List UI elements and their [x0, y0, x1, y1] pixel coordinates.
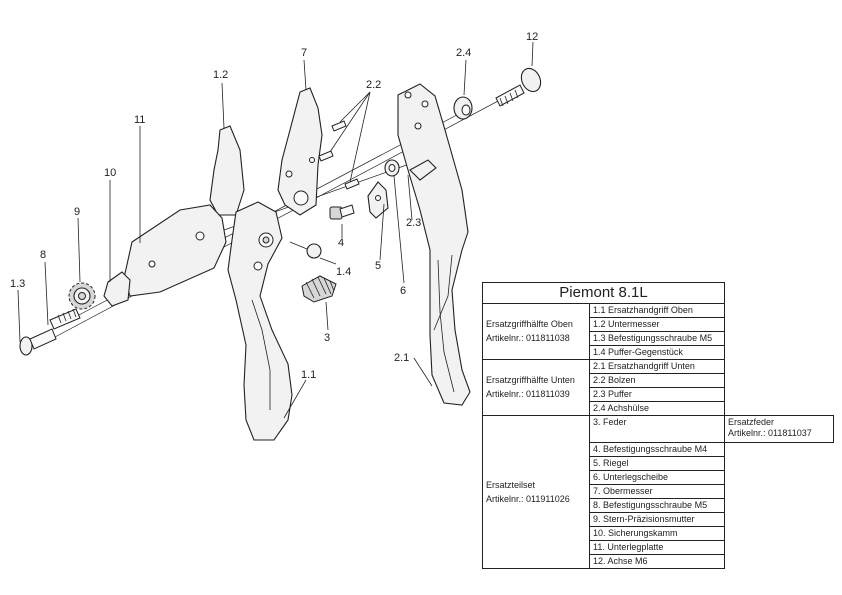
- part-1-2-lower-blade: [209, 125, 245, 216]
- part-item: 10. Sicherungskamm: [589, 526, 725, 541]
- callout-2-3: 2.3: [406, 217, 421, 229]
- callout-1-3: 1.3: [10, 278, 25, 290]
- callout-6: 6: [400, 285, 406, 297]
- part-2-1-lower-handle: [397, 83, 471, 406]
- group-name: Ersatzgriffhälfte Oben: [486, 319, 573, 329]
- part-12-axle: [495, 67, 542, 107]
- callout-2-4: 2.4: [456, 47, 471, 59]
- part-2-4-bushing: [453, 96, 473, 120]
- part-item: 11. Unterlegplatte: [589, 540, 725, 555]
- table-row: Ersatzteilset Artikelnr.: 011911026 3. F…: [482, 415, 834, 569]
- group-name-cell: Ersatzteilset Artikelnr.: 011911026: [482, 415, 590, 569]
- spring-extra-cell: Ersatzfeder Artikelnr.: 011811037: [724, 415, 834, 443]
- part-item: 1.4 Puffer-Gegenstück: [589, 345, 725, 360]
- table-row: 12. Achse M6: [483, 554, 834, 569]
- callout-1-4: 1.4: [336, 266, 351, 278]
- part-item: 8. Befestigungsschraube M5: [589, 498, 725, 513]
- part-1-4-buffer-counterpart: [289, 241, 322, 259]
- part-item: 3. Feder: [589, 415, 725, 443]
- part-7-upper-blade: [277, 87, 323, 216]
- part-2-3-buffer: [409, 159, 437, 181]
- group-name-cell: Ersatzgriffhälfte Oben Artikelnr.: 01181…: [482, 303, 590, 360]
- group-article: Artikelnr.: 011811038: [486, 333, 570, 343]
- callout-10: 10: [104, 167, 116, 179]
- part-item: 1.1 Ersatzhandgriff Oben: [589, 303, 725, 318]
- part-6-washer: [384, 159, 400, 177]
- part-1-3-screw: [19, 328, 57, 356]
- part-item: 4. Befestigungsschraube M4: [589, 442, 725, 457]
- part-2-2-pins: [318, 120, 360, 190]
- callout-8: 8: [40, 249, 46, 261]
- table-title-row: Piemont 8.1L: [482, 282, 834, 304]
- leader-lines: [17, 41, 534, 419]
- part-9-star-nut: [68, 282, 96, 310]
- part-item: 6. Unterlegscheibe: [589, 470, 725, 485]
- part-item: 12. Achse M6: [589, 554, 725, 569]
- callout-5: 5: [375, 260, 381, 272]
- group-name-cell: Ersatzgriffhälfte Unten Artikelnr.: 0118…: [482, 359, 590, 416]
- spring-extra-name: Ersatzfeder: [728, 417, 775, 427]
- callout-1-2: 1.2: [213, 69, 228, 81]
- group-name: Ersatzgriffhälfte Unten: [486, 375, 575, 385]
- part-3-spring: [301, 275, 337, 303]
- group-article: Artikelnr.: 011911026: [486, 493, 570, 504]
- callout-9: 9: [74, 206, 80, 218]
- part-item: 1.2 Untermesser: [589, 317, 725, 332]
- table-title: Piemont 8.1L: [482, 282, 725, 304]
- callout-7: 7: [301, 47, 307, 59]
- part-11-base-plate: [123, 204, 227, 297]
- callout-1-1: 1.1: [301, 369, 316, 381]
- part-1-1-upper-handle: [227, 201, 293, 441]
- callout-4: 4: [338, 237, 344, 249]
- parts-table: Piemont 8.1L Ersatzgriffhälfte Oben Arti…: [482, 282, 834, 569]
- spring-extra-article: Artikelnr.: 011811037: [728, 428, 812, 438]
- part-8-screw: [49, 308, 81, 330]
- group-name: Ersatzteilset: [486, 479, 536, 490]
- callout-11: 11: [134, 114, 145, 126]
- callout-2-2: 2.2: [366, 79, 381, 91]
- callout-12: 12: [526, 31, 538, 43]
- callout-3: 3: [324, 332, 330, 344]
- table-row: Ersatzgriffhälfte Oben Artikelnr.: 01181…: [482, 303, 834, 360]
- group-article: Artikelnr.: 011811039: [486, 389, 570, 399]
- part-10-locking-comb: [103, 271, 131, 307]
- table-row: Ersatzgriffhälfte Unten Artikelnr.: 0118…: [482, 359, 834, 416]
- part-5-latch: [367, 181, 389, 219]
- part-item: 9. Stern-Präzisionsmutter: [589, 512, 725, 527]
- part-item: 5. Riegel: [589, 456, 725, 471]
- part-item: 7. Obermesser: [589, 484, 725, 499]
- part-item: 2.3 Puffer: [589, 387, 725, 402]
- part-item: 2.4 Achshülse: [589, 401, 725, 416]
- part-item: 2.1 Ersatzhandgriff Unten: [589, 359, 725, 374]
- part-item: 2.2 Bolzen: [589, 373, 725, 388]
- part-4-screw: [329, 204, 355, 220]
- callout-2-1: 2.1: [394, 352, 409, 364]
- part-item: 1.3 Befestigungsschraube M5: [589, 331, 725, 346]
- callout-labels: 1.2 7 2.2 2.4 12 11 10 9 8 1.3 2.3 4 1.4…: [10, 31, 538, 381]
